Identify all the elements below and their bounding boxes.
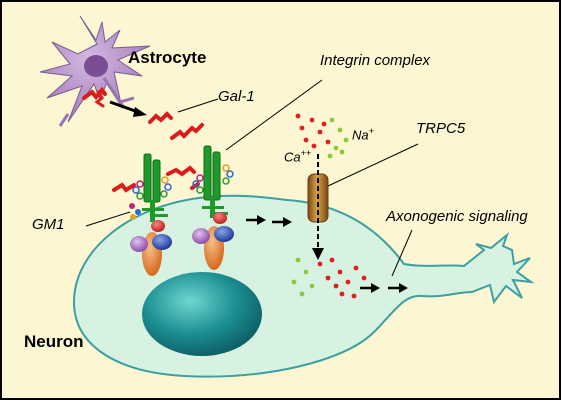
integrin-complex-2 <box>192 145 234 270</box>
na-ions-intracellular <box>291 257 315 297</box>
nucleus <box>142 272 262 356</box>
gal1-molecule <box>112 182 136 193</box>
neuron-label: Neuron <box>24 332 84 351</box>
gal1-molecule <box>82 86 107 101</box>
ca-ions-intracellular <box>317 257 367 299</box>
axonogenic-signaling-label: Axonogenic signaling <box>386 208 528 225</box>
gm1-label: GM1 <box>32 216 65 233</box>
axon-arrow-1-head <box>371 283 380 293</box>
gal1-molecule <box>170 123 204 140</box>
gm1-leader-line <box>85 211 131 227</box>
gal1-molecule <box>190 182 200 190</box>
axon-arrow-2-head <box>399 283 408 293</box>
astrocyte-cell <box>39 15 151 127</box>
gal1-leader-line <box>177 98 219 113</box>
secretion-arrow-head <box>133 107 147 117</box>
signal-arrow-1-head <box>257 215 266 225</box>
secretion-arrow <box>109 100 139 114</box>
astrocyte-nucleus <box>84 55 108 77</box>
trpc5-label: TRPC5 <box>416 120 466 137</box>
integrin-complex-label: Integrin complex <box>320 52 431 69</box>
axonogenic-leader-line <box>391 229 413 277</box>
gal1-molecule <box>94 90 105 108</box>
ca-ion-label: Ca++ <box>284 148 312 165</box>
gal1-molecule <box>166 165 196 177</box>
ion-flow-arrow-head <box>312 248 324 260</box>
integrin-leader-line <box>225 79 323 151</box>
integrin-complex-1 <box>129 153 172 276</box>
signal-arrow-2-head <box>283 217 292 227</box>
gal1-label: Gal-1 <box>218 88 255 105</box>
gal1-molecule <box>148 111 173 124</box>
na-ions-extracellular <box>327 117 349 159</box>
na-ion-label: Na+ <box>352 126 374 143</box>
astrocyte-label: Astrocyte <box>128 48 207 67</box>
trpc5-leader-line <box>327 143 419 187</box>
ca-ions-extracellular <box>295 113 331 149</box>
